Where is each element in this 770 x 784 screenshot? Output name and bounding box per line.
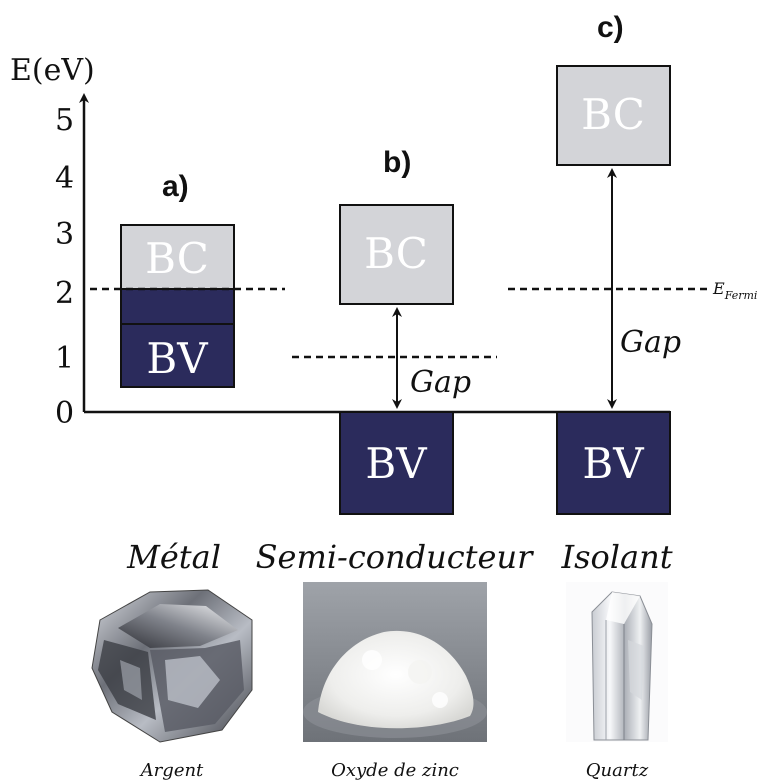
fermi-label-sub: Fermi — [724, 289, 758, 302]
tick-label: 5 — [55, 103, 74, 138]
tick-label: 1 — [55, 341, 74, 376]
fermi-label: EFermi — [712, 279, 757, 302]
valence-band-upper — [120, 288, 235, 325]
valence-band — [339, 411, 454, 515]
energy-axis: E(eV) 0 1 2 3 4 5 — [10, 53, 670, 431]
valence-band — [120, 323, 235, 388]
caption-insulator: Quartz — [586, 760, 649, 781]
conduction-band — [339, 204, 454, 305]
panel-metal: a) BC BV — [90, 170, 285, 388]
tick-label: 3 — [55, 217, 74, 252]
panel-insulator: c) BC BV Gap EFermi — [508, 11, 757, 515]
bc-label: BC — [581, 90, 645, 139]
material-title-metal: Métal — [126, 538, 221, 576]
bv-label: BV — [365, 439, 427, 488]
valence-band — [556, 411, 671, 515]
conduction-band — [120, 224, 235, 290]
panel-letter: c) — [597, 11, 624, 44]
material-title-semiconductor: Semi-conducteur — [256, 538, 534, 576]
material-title-insulator: Isolant — [560, 538, 672, 576]
quartz-image — [566, 582, 668, 742]
bv-label: BV — [582, 439, 644, 488]
bc-label: BC — [364, 229, 428, 278]
tick-label: 2 — [55, 276, 74, 311]
axis-label: E(eV) — [10, 53, 95, 88]
conduction-band — [556, 65, 671, 166]
panel-letter: a) — [162, 170, 189, 203]
caption-semiconductor: Oxyde de zinc — [331, 760, 459, 781]
bv-label: BV — [146, 334, 208, 383]
tick-label: 4 — [55, 161, 74, 196]
tick-label: 0 — [55, 396, 74, 431]
zinc-oxide-image — [303, 582, 487, 742]
bc-label: BC — [145, 234, 209, 283]
fermi-label-main: E — [712, 279, 725, 298]
panel-semiconductor: b) BC BV Gap — [292, 146, 497, 515]
gap-label: Gap — [620, 325, 681, 360]
gap-label: Gap — [410, 365, 471, 400]
panel-letter: b) — [383, 146, 411, 179]
silver-crystal-image — [91, 589, 253, 743]
caption-metal: Argent — [139, 760, 204, 781]
